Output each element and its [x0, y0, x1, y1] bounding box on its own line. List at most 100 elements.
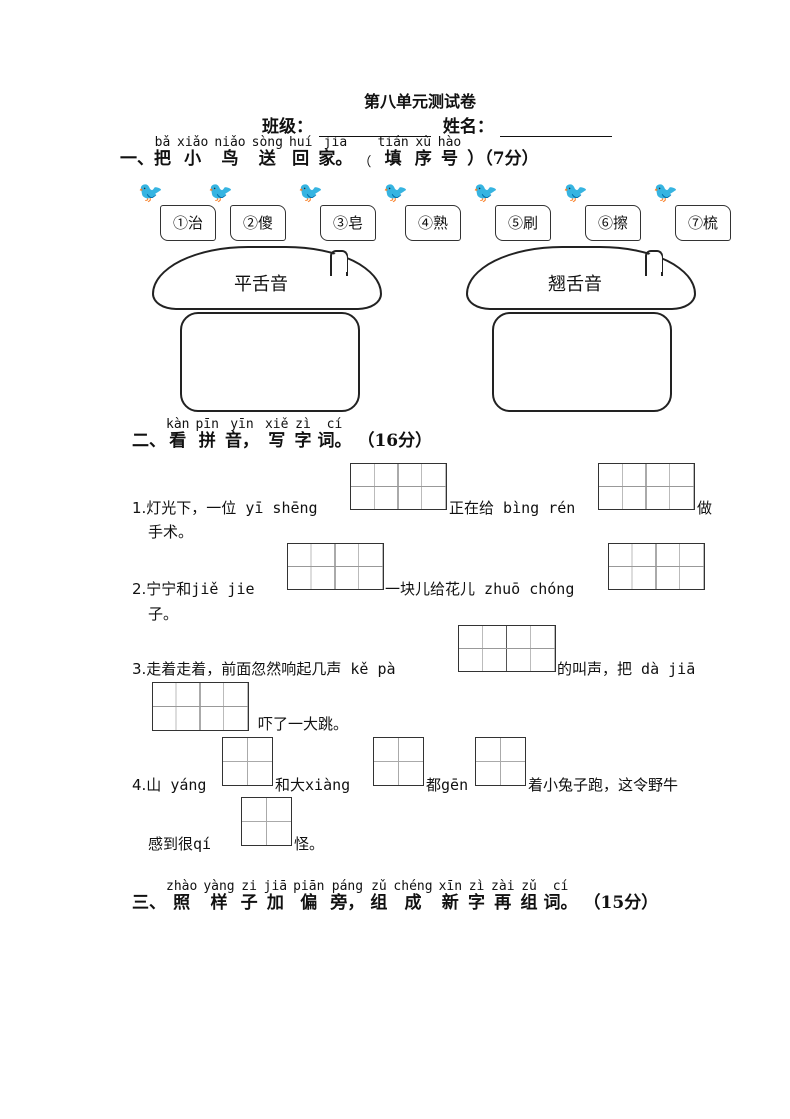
character-tag[interactable]: ⑥擦: [585, 205, 641, 241]
q2-answer-box-1[interactable]: [287, 543, 384, 590]
pinyin: chéng: [393, 879, 433, 894]
character-tag[interactable]: ①治: [160, 205, 216, 241]
question-1: 1.灯光下，一位 yī shēng: [132, 497, 318, 518]
hanzi: 把: [154, 149, 171, 169]
q4-answer-box-4[interactable]: [241, 797, 292, 846]
pinyin: yàng: [203, 879, 235, 894]
student-info: 班级： 姓名：: [262, 112, 618, 137]
class-label: 班级：: [262, 117, 313, 137]
q3-text: 3.走着走着，前面忽然响起几声: [132, 660, 342, 678]
q3-pinyin-1: kě pà: [350, 660, 396, 678]
pinyin: jiā: [323, 135, 348, 150]
pinyin: xù: [415, 135, 432, 150]
house-label: 平舌音: [234, 274, 288, 295]
q4-text: 4.山: [132, 776, 162, 794]
hanzi: 字: [468, 893, 486, 913]
pinyin: sòng: [251, 135, 283, 150]
q2-answer-box-2[interactable]: [608, 543, 705, 590]
q1-text-4: 手术。: [148, 523, 194, 541]
bird-icon: 🐦: [653, 180, 678, 204]
character-tag[interactable]: ②傻: [230, 205, 286, 241]
q2-pinyin-2: zhuō chóng: [484, 580, 575, 598]
hanzi: 鸟: [221, 149, 239, 169]
pinyin: jiā: [263, 879, 288, 894]
hanzi: 音，: [224, 431, 259, 451]
q1-answer-box-1[interactable]: [350, 463, 447, 510]
bird-icon: 🐦: [138, 180, 163, 204]
q3-answer-box-2[interactable]: [152, 682, 249, 731]
pinyin: zài: [491, 879, 515, 894]
pinyin: niǎo: [214, 135, 246, 150]
character-tag[interactable]: ⑦梳: [675, 205, 731, 241]
pinyin: páng: [331, 879, 364, 894]
hanzi: 家。: [318, 149, 353, 169]
q4-text-4: 着小兔子跑，这令野牛: [528, 776, 679, 794]
pinyin: zǔ: [371, 879, 387, 894]
pinyin: zi: [241, 879, 257, 894]
pinyin: （: [358, 155, 372, 170]
answer-area[interactable]: [180, 312, 360, 412]
q1-answer-box-2[interactable]: [598, 463, 695, 510]
hanzi: 拼: [198, 431, 216, 451]
hanzi: 组: [370, 893, 388, 913]
q4-answer-box-2[interactable]: [373, 737, 424, 786]
character-tag[interactable]: ③皂: [320, 205, 376, 241]
page-title: 第八单元测试卷: [363, 92, 476, 111]
class-blank[interactable]: [319, 121, 431, 137]
pinyin: bǎ: [154, 135, 171, 150]
answer-area[interactable]: [492, 312, 672, 412]
bird-icon: 🐦: [208, 180, 233, 204]
character-tag[interactable]: ⑤刷: [495, 205, 551, 241]
q1-middle: 正在给 bìng rén: [449, 497, 575, 518]
q4-middle-2: 都gēn: [426, 774, 468, 795]
q4-answer-box-3[interactable]: [475, 737, 526, 786]
question-2: 2.宁宁和jiě jie: [132, 578, 255, 599]
q3-middle: 的叫声，把 dà jiā: [557, 658, 695, 679]
q1-text-2: 正在给: [449, 499, 495, 517]
q4-answer-box-1[interactable]: [222, 737, 273, 786]
section-score: ）（7分）: [467, 149, 539, 169]
name-blank[interactable]: [499, 121, 612, 137]
pinyin: tián: [377, 135, 409, 150]
section-number: 一、: [120, 149, 154, 169]
q3-pinyin-2: dà jiā: [641, 660, 696, 678]
q2-text: 2.宁宁和: [132, 580, 192, 598]
character-tag[interactable]: ④熟: [405, 205, 461, 241]
pinyin: zì: [295, 417, 311, 432]
q4-pinyin-4: qí: [193, 835, 212, 853]
q3-text-2: 的叫声，把: [557, 660, 633, 678]
section-score: （15分）: [583, 893, 659, 913]
hanzi: 词。: [317, 431, 352, 451]
section-number: 三、: [132, 893, 166, 913]
q2-text-2: 一块儿给花儿: [385, 580, 476, 598]
q2-pinyin-1: jiě jie: [191, 580, 255, 598]
hanzi: 字: [294, 431, 312, 451]
hanzi: 偏: [300, 893, 318, 913]
bird-icon: 🐦: [383, 180, 408, 204]
hanzi: 成: [404, 893, 422, 913]
q3-answer-box-1[interactable]: [458, 625, 556, 672]
hanzi: 新: [441, 893, 459, 913]
q4-end: 着小兔子跑，这令野牛: [528, 774, 678, 795]
